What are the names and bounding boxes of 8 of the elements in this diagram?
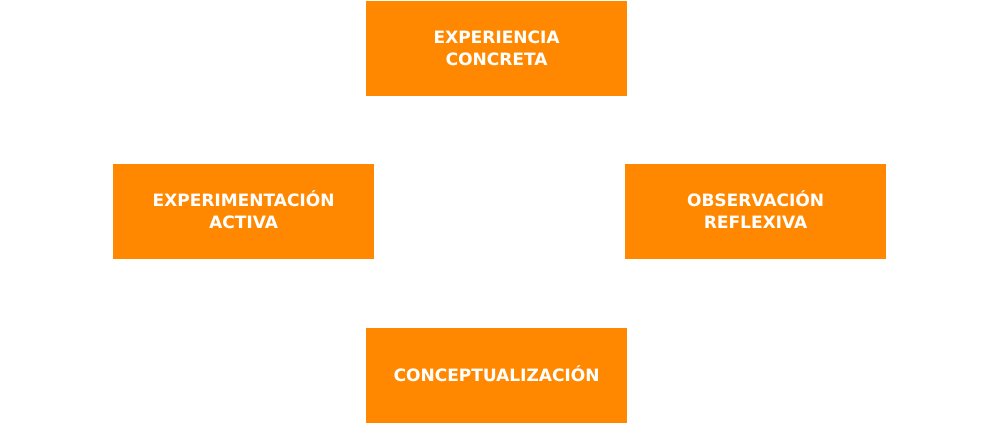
stage-label: EXPERIENCIA CONCRETA xyxy=(432,26,560,70)
stage-box xyxy=(113,164,374,259)
stage-label: CONCEPTUALIZACIÓN xyxy=(394,364,600,386)
stage-label: OBSERVACIÓN REFLEXIVA xyxy=(686,190,825,234)
stage-box xyxy=(625,164,886,259)
stage-box xyxy=(366,1,627,96)
stage-label: EXPERIMENTACIÓN ACTIVA xyxy=(152,190,336,234)
stage-box xyxy=(366,328,627,423)
